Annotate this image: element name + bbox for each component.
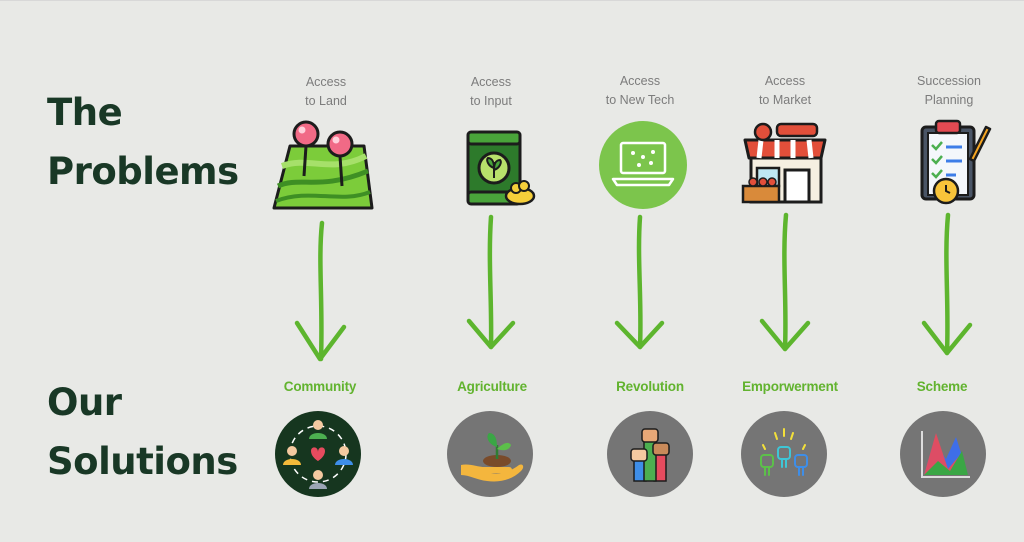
- problems-heading-line-2: Problems: [47, 150, 239, 193]
- problem-label-line: to Market: [758, 93, 812, 107]
- map-pins-icon: [272, 120, 374, 210]
- solution-circle-empowerment: [741, 411, 827, 497]
- problem-label-succession: Succession Planning: [894, 72, 1004, 110]
- arrow-tech: [614, 214, 665, 350]
- problems-heading-line-1: The: [47, 91, 123, 134]
- hand-sprout-icon: [461, 433, 524, 482]
- problem-label-line: to Input: [470, 94, 512, 108]
- problem-label-line: Planning: [924, 93, 974, 107]
- arrow-succession: [921, 212, 973, 356]
- solutions-heading-line-1: Our: [47, 381, 122, 424]
- area-chart-icon: [921, 431, 970, 478]
- problem-label-line: Succession: [917, 74, 981, 88]
- problem-label-market: Access to Market: [730, 72, 840, 110]
- solution-label-revolution: Revolution: [616, 379, 684, 394]
- solution-circle-scheme: [900, 411, 986, 497]
- solution-circle-agriculture: [447, 411, 533, 497]
- solution-label-empowerment: Emporwerment: [742, 379, 838, 394]
- problem-label-line: to New Tech: [605, 93, 675, 107]
- community-people-icon: [283, 420, 353, 489]
- problem-label-line: Access: [470, 75, 512, 89]
- solution-label-scheme: Scheme: [916, 379, 968, 394]
- solution-circle-community: [275, 411, 361, 497]
- market-stall-icon: [741, 122, 827, 204]
- problem-label-land: Access to Land: [271, 73, 381, 111]
- cheering-hands-icon: [760, 428, 808, 476]
- raised-fists-icon: [630, 428, 670, 482]
- arrow-land: [294, 220, 347, 362]
- arrow-market: [759, 212, 811, 352]
- problem-label-input: Access to Input: [436, 73, 546, 111]
- solution-label-community: Community: [283, 379, 357, 394]
- solutions-heading-line-2: Solutions: [47, 440, 238, 483]
- solution-circle-revolution: [607, 411, 693, 497]
- seed-bag-icon: [466, 130, 536, 206]
- solution-label-agriculture: Agriculture: [457, 379, 527, 394]
- laptop-icon: [599, 121, 687, 209]
- problems-heading: The Problems: [47, 83, 239, 201]
- problem-label-tech: Access to New Tech: [585, 72, 695, 110]
- problem-label-line: Access: [764, 74, 806, 88]
- problem-label-line: Access: [619, 74, 661, 88]
- checklist-clipboard-icon: [920, 119, 992, 205]
- problem-label-line: Access: [305, 75, 347, 89]
- solutions-heading: Our Solutions: [47, 373, 238, 491]
- problem-label-line: to Land: [305, 94, 347, 108]
- arrow-input: [466, 214, 516, 350]
